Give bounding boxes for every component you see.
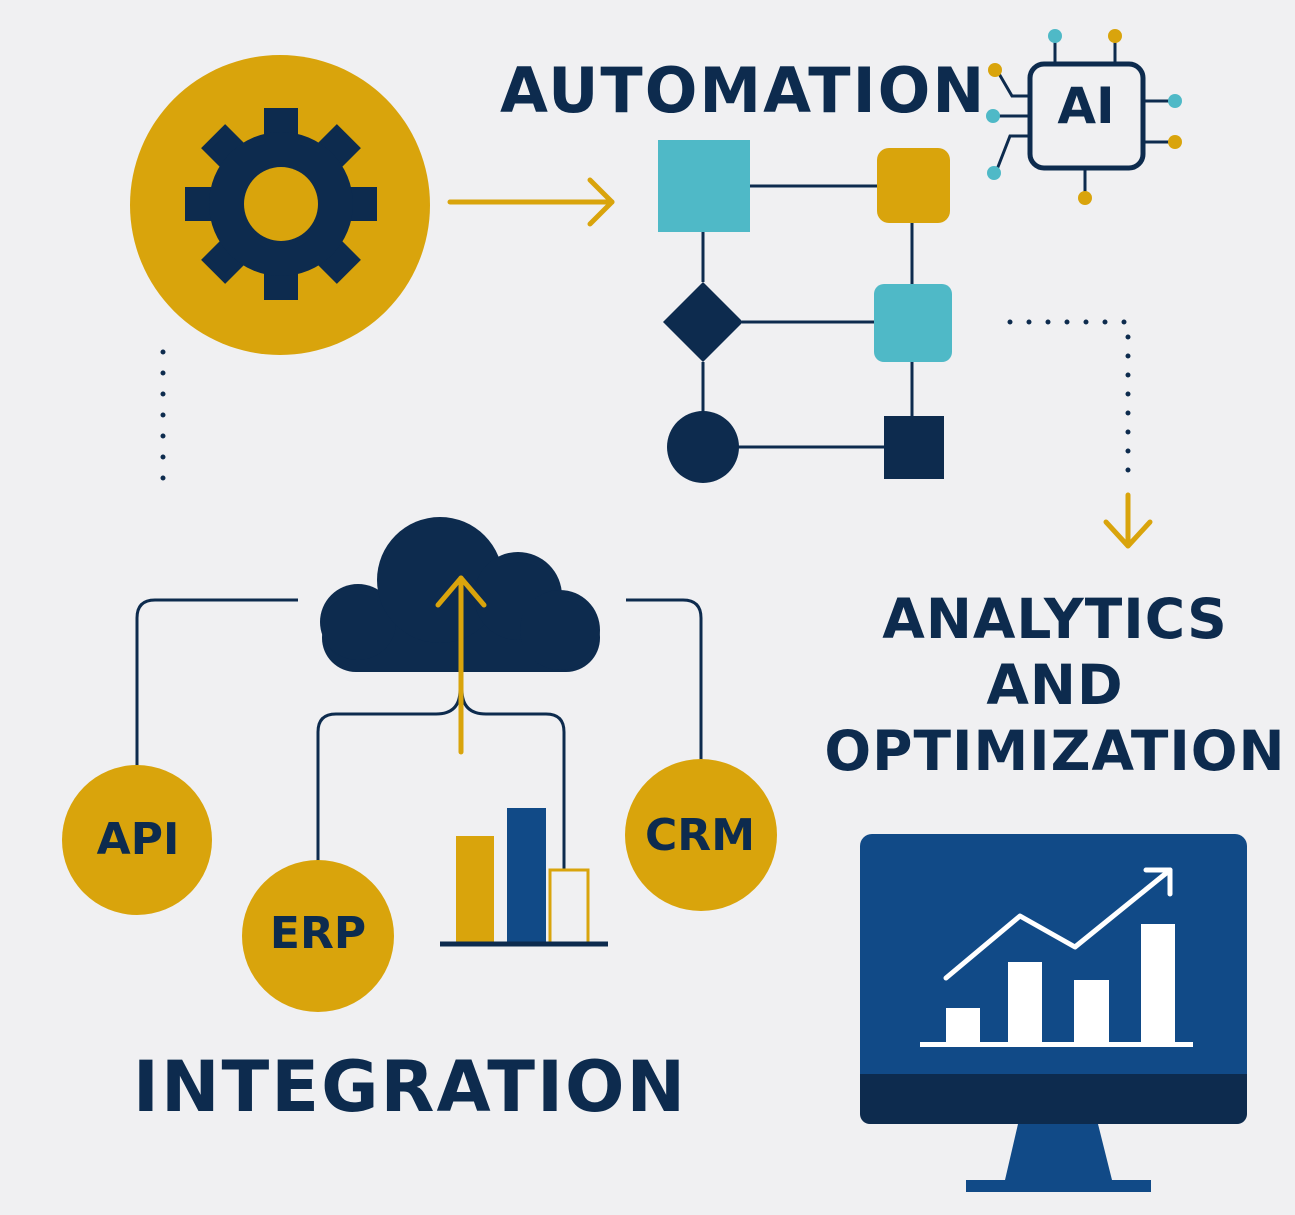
flowchart-icon	[658, 140, 952, 483]
analytics-title-line2: AND	[986, 653, 1124, 717]
erp-label: ERP	[269, 908, 367, 959]
ai-chip-icon	[986, 29, 1182, 205]
integration-title: INTEGRATION	[132, 1046, 688, 1128]
arrow-to-automation	[447, 177, 615, 227]
api-node	[62, 765, 212, 915]
api-label: API	[96, 814, 180, 865]
monitor-icon	[860, 834, 1247, 1192]
analytics-title: ANALYTICS AND OPTIMIZATION	[820, 586, 1290, 784]
cloud-icon	[320, 517, 600, 672]
erp-node	[242, 860, 394, 1012]
ai-chip-label: AI	[1057, 77, 1115, 135]
gear-icon	[130, 55, 430, 355]
bar-chart-icon	[440, 808, 608, 947]
dotted-connector-right	[1007, 319, 1153, 549]
crm-label: CRM	[645, 810, 755, 861]
integration-connectors	[135, 598, 703, 875]
upload-arrow-icon	[435, 575, 487, 755]
analytics-title-line1: ANALYTICS	[882, 587, 1228, 651]
analytics-title-line3: OPTIMIZATION	[824, 719, 1286, 783]
automation-title: AUTOMATION	[500, 54, 987, 127]
trend-arrow-icon	[943, 867, 1173, 981]
crm-node	[625, 759, 777, 911]
